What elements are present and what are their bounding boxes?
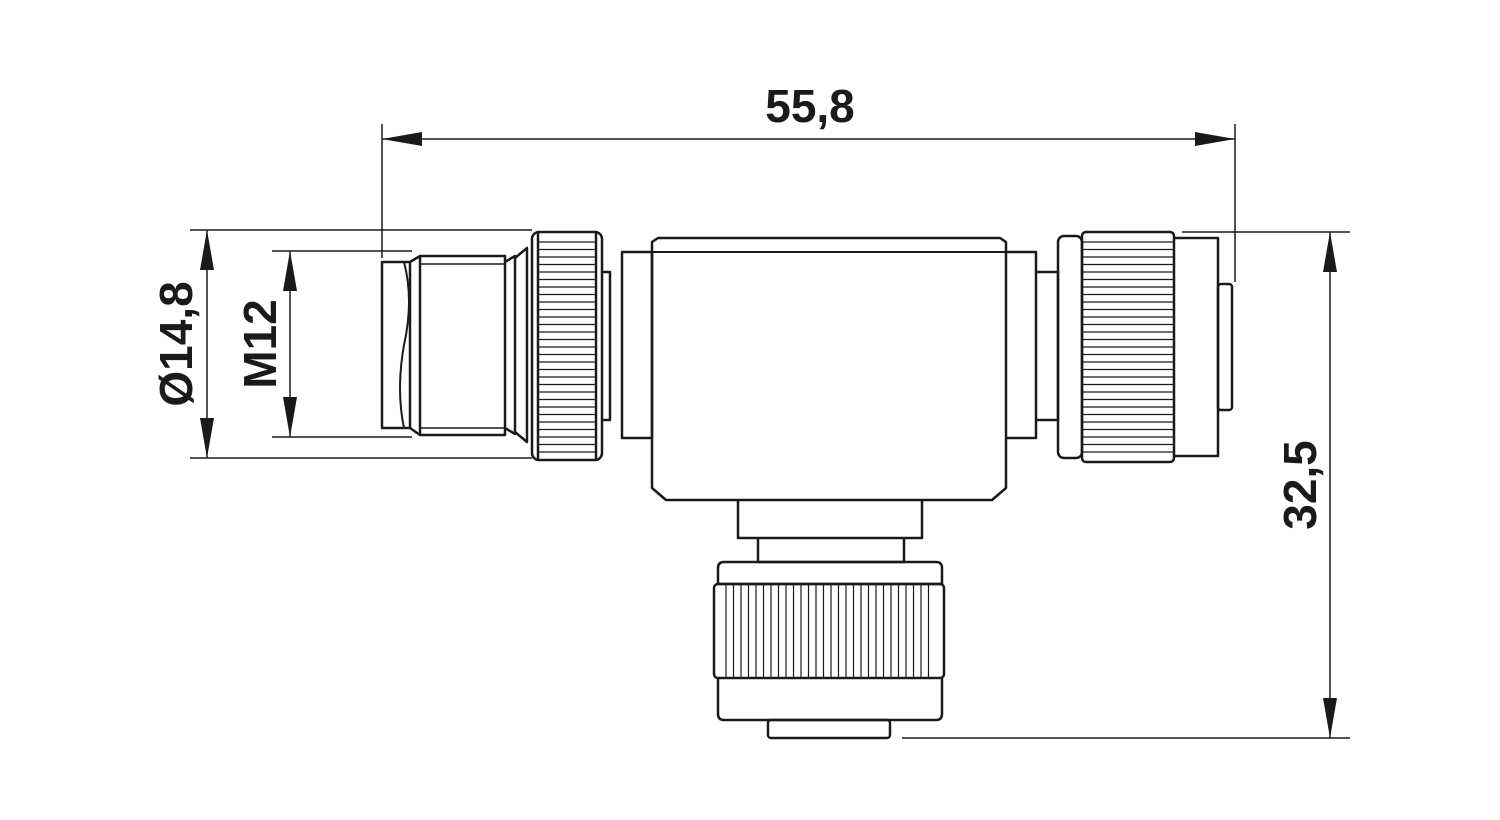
thread-dimension	[272, 250, 412, 438]
tee-body	[650, 236, 1008, 502]
left-collar	[602, 270, 612, 422]
bottom-female-connector	[712, 560, 946, 740]
right-collar	[1036, 270, 1060, 422]
width-label: 55,8	[765, 80, 855, 132]
height-label: 32,5	[1274, 440, 1326, 530]
right-body-shoulder	[1006, 250, 1038, 440]
diameter-label: Ø14,8	[150, 281, 202, 406]
diameter-dimension	[190, 229, 532, 459]
width-dimension	[381, 124, 1236, 282]
right-female-connector	[1056, 230, 1234, 464]
left-male-connector	[380, 246, 529, 444]
bottom-stem	[736, 500, 924, 564]
left-knurled-nut	[530, 230, 604, 462]
thread-label: M12	[234, 299, 286, 388]
left-body-shoulder	[620, 250, 654, 440]
height-dimension	[902, 231, 1350, 739]
